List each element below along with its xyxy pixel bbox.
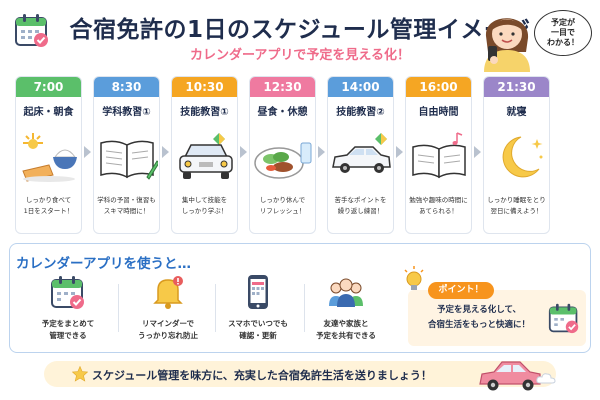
arrow-icon — [162, 146, 169, 158]
point-tag: ポイント！ — [428, 282, 494, 299]
desc-line: しっかり食べて — [25, 196, 72, 204]
desc-line: 学科の予習・復習も — [97, 196, 156, 204]
schedule-card-1030: 10:30 技能教習① 集中して技能を しっかり学ぶ！ — [171, 76, 238, 234]
feature-line: スマホでいつでも — [228, 319, 288, 328]
card-desc: 勉強や趣味の時間に あてられる！ — [407, 195, 470, 217]
desc-line: リフレッシュ！ — [259, 207, 306, 215]
arrow-icon — [240, 146, 247, 158]
desc-line: 勉強や趣味の時間に — [409, 196, 468, 204]
page-subtitle: カレンダーアプリで予定を見える化！ — [189, 48, 411, 63]
point-line: 合宿生活をもっと快適に！ — [427, 320, 530, 330]
smartphone-icon — [248, 275, 268, 309]
card-label: 起床・朝食 — [23, 107, 74, 118]
feature-label: リマインダーで うっかり忘れ防止 — [120, 318, 216, 342]
card-time: 8:30 — [94, 77, 159, 97]
card-desc: 学科の予習・復習も スキマ時間に！ — [95, 195, 158, 217]
footer-text: スケジュール管理を味方に、充実した合宿免許生活を送りましょう！ — [92, 369, 432, 382]
desc-line: 繰り返し練習！ — [337, 207, 384, 215]
bubble-line: わかる！ — [547, 38, 579, 47]
woman-with-phone-illustration — [484, 18, 530, 72]
divider — [215, 284, 216, 332]
feature-reminder: リマインダーで うっかり忘れ防止 — [120, 270, 216, 350]
feature-line: うっかり忘れ防止 — [138, 331, 198, 340]
arrow-icon — [84, 146, 91, 158]
lunch-plate-icon — [254, 142, 312, 179]
breakfast-icon — [22, 133, 77, 182]
card-time: 14:00 — [328, 77, 393, 97]
point-line: 予定を見える化して、 — [436, 305, 522, 315]
bubble-line: 予定が — [551, 18, 575, 27]
arrow-icon — [396, 146, 403, 158]
star-icon — [72, 366, 88, 382]
divider — [118, 284, 119, 332]
card-time: 10:30 — [172, 77, 237, 97]
footer-banner — [44, 361, 556, 387]
desc-line: しっかり睡眠をとり — [487, 196, 546, 204]
card-time: 7:00 — [16, 77, 81, 97]
card-time: 12:30 — [250, 77, 315, 97]
schedule-card-1600: 16:00 自由時間 勉強や趣味の時間に あてられる！ — [405, 76, 472, 234]
divider — [304, 284, 305, 332]
card-desc: 集中して技能を しっかり学ぶ！ — [173, 195, 236, 217]
desc-line: しっかり休んで — [259, 196, 306, 204]
feature-line: 管理できる — [49, 331, 87, 340]
arrow-icon — [474, 146, 481, 158]
feature-label: 友達や家族と 予定を共有できる — [298, 318, 394, 342]
desc-line: 集中して技能を — [181, 196, 228, 204]
feature-line: 友達や家族と — [323, 319, 369, 328]
desc-line: 1日をスタート！ — [23, 207, 74, 215]
open-book-icon — [412, 132, 466, 179]
car-side-icon — [332, 133, 391, 173]
desc-line: スキマ時間に！ — [103, 207, 150, 215]
feature-line: 予定をまとめて — [41, 319, 95, 328]
card-time: 16:00 — [406, 77, 471, 97]
calendar-check-icon — [51, 276, 84, 309]
card-desc: 苦手なポイントを 繰り返し練習！ — [329, 195, 392, 217]
schedule-card-1230: 12:30 昼食・休憩 しっかり休んで リフレッシュ！ — [249, 76, 316, 234]
lightbulb-icon — [404, 266, 424, 290]
point-text: 予定を見える化して、 合宿生活をもっと快適に！ — [414, 303, 544, 333]
feature-line: 確認・更新 — [239, 331, 277, 340]
feature-label: スマホでいつでも 確認・更新 — [210, 318, 306, 342]
people-icon — [329, 278, 363, 307]
calendar-check-icon — [548, 303, 579, 334]
feature-line: 予定を共有できる — [316, 331, 376, 340]
bubble-line: 一目で — [551, 28, 575, 37]
speech-bubble: 予定が 一目で わかる！ — [534, 10, 592, 56]
feature-manage: 予定をまとめて 管理できる — [20, 270, 116, 350]
calendar-app-heading: カレンダーアプリを使うと… — [16, 256, 191, 272]
card-label: 学科教習① — [102, 107, 151, 118]
car-front-icon — [179, 133, 233, 179]
arrow-icon — [318, 146, 325, 158]
card-desc: しっかり食べて 1日をスタート！ — [17, 195, 80, 217]
card-time: 21:30 — [484, 77, 549, 97]
card-desc: しっかり休んで リフレッシュ！ — [251, 195, 314, 217]
feature-label: 予定をまとめて 管理できる — [20, 318, 116, 342]
card-label: 自由時間 — [418, 107, 459, 118]
desc-line: しっかり学ぶ！ — [181, 207, 228, 215]
schedule-card-1400: 14:00 技能教習② 苦手なポイントを 繰り返し練習！ — [327, 76, 394, 234]
card-label: 技能教習① — [180, 107, 229, 118]
feature-share: 友達や家族と 予定を共有できる — [298, 270, 394, 350]
textbook-icon — [100, 140, 158, 180]
card-label: 就寝 — [506, 107, 527, 118]
card-label: 技能教習② — [336, 107, 385, 118]
car-side-icon — [479, 361, 541, 391]
schedule-card-2130: 21:30 就寝 しっかり睡眠をとり 翌日に備えよう！ — [483, 76, 550, 234]
card-desc: しっかり睡眠をとり 翌日に備えよう！ — [485, 195, 548, 217]
bell-icon — [153, 276, 183, 309]
page-title: 合宿免許の1日のスケジュール管理イメージ — [69, 17, 531, 43]
feature-smartphone: スマホでいつでも 確認・更新 — [210, 270, 306, 350]
cloud-icon — [536, 373, 556, 384]
schedule-card-0830: 8:30 学科教習① 学科の予習・復習も スキマ時間に！ — [93, 76, 160, 234]
desc-line: あてられる！ — [419, 207, 458, 215]
card-label: 昼食・休憩 — [257, 107, 308, 118]
schedule-card-0700: 7:00 起床・朝食 しっかり食べて 1日をスタート！ — [15, 76, 82, 234]
moon-icon — [502, 136, 543, 178]
desc-line: 苦手なポイントを — [334, 196, 387, 204]
feature-line: リマインダーで — [141, 319, 195, 328]
calendar-check-icon — [15, 14, 48, 47]
desc-line: 翌日に備えよう！ — [490, 207, 543, 215]
